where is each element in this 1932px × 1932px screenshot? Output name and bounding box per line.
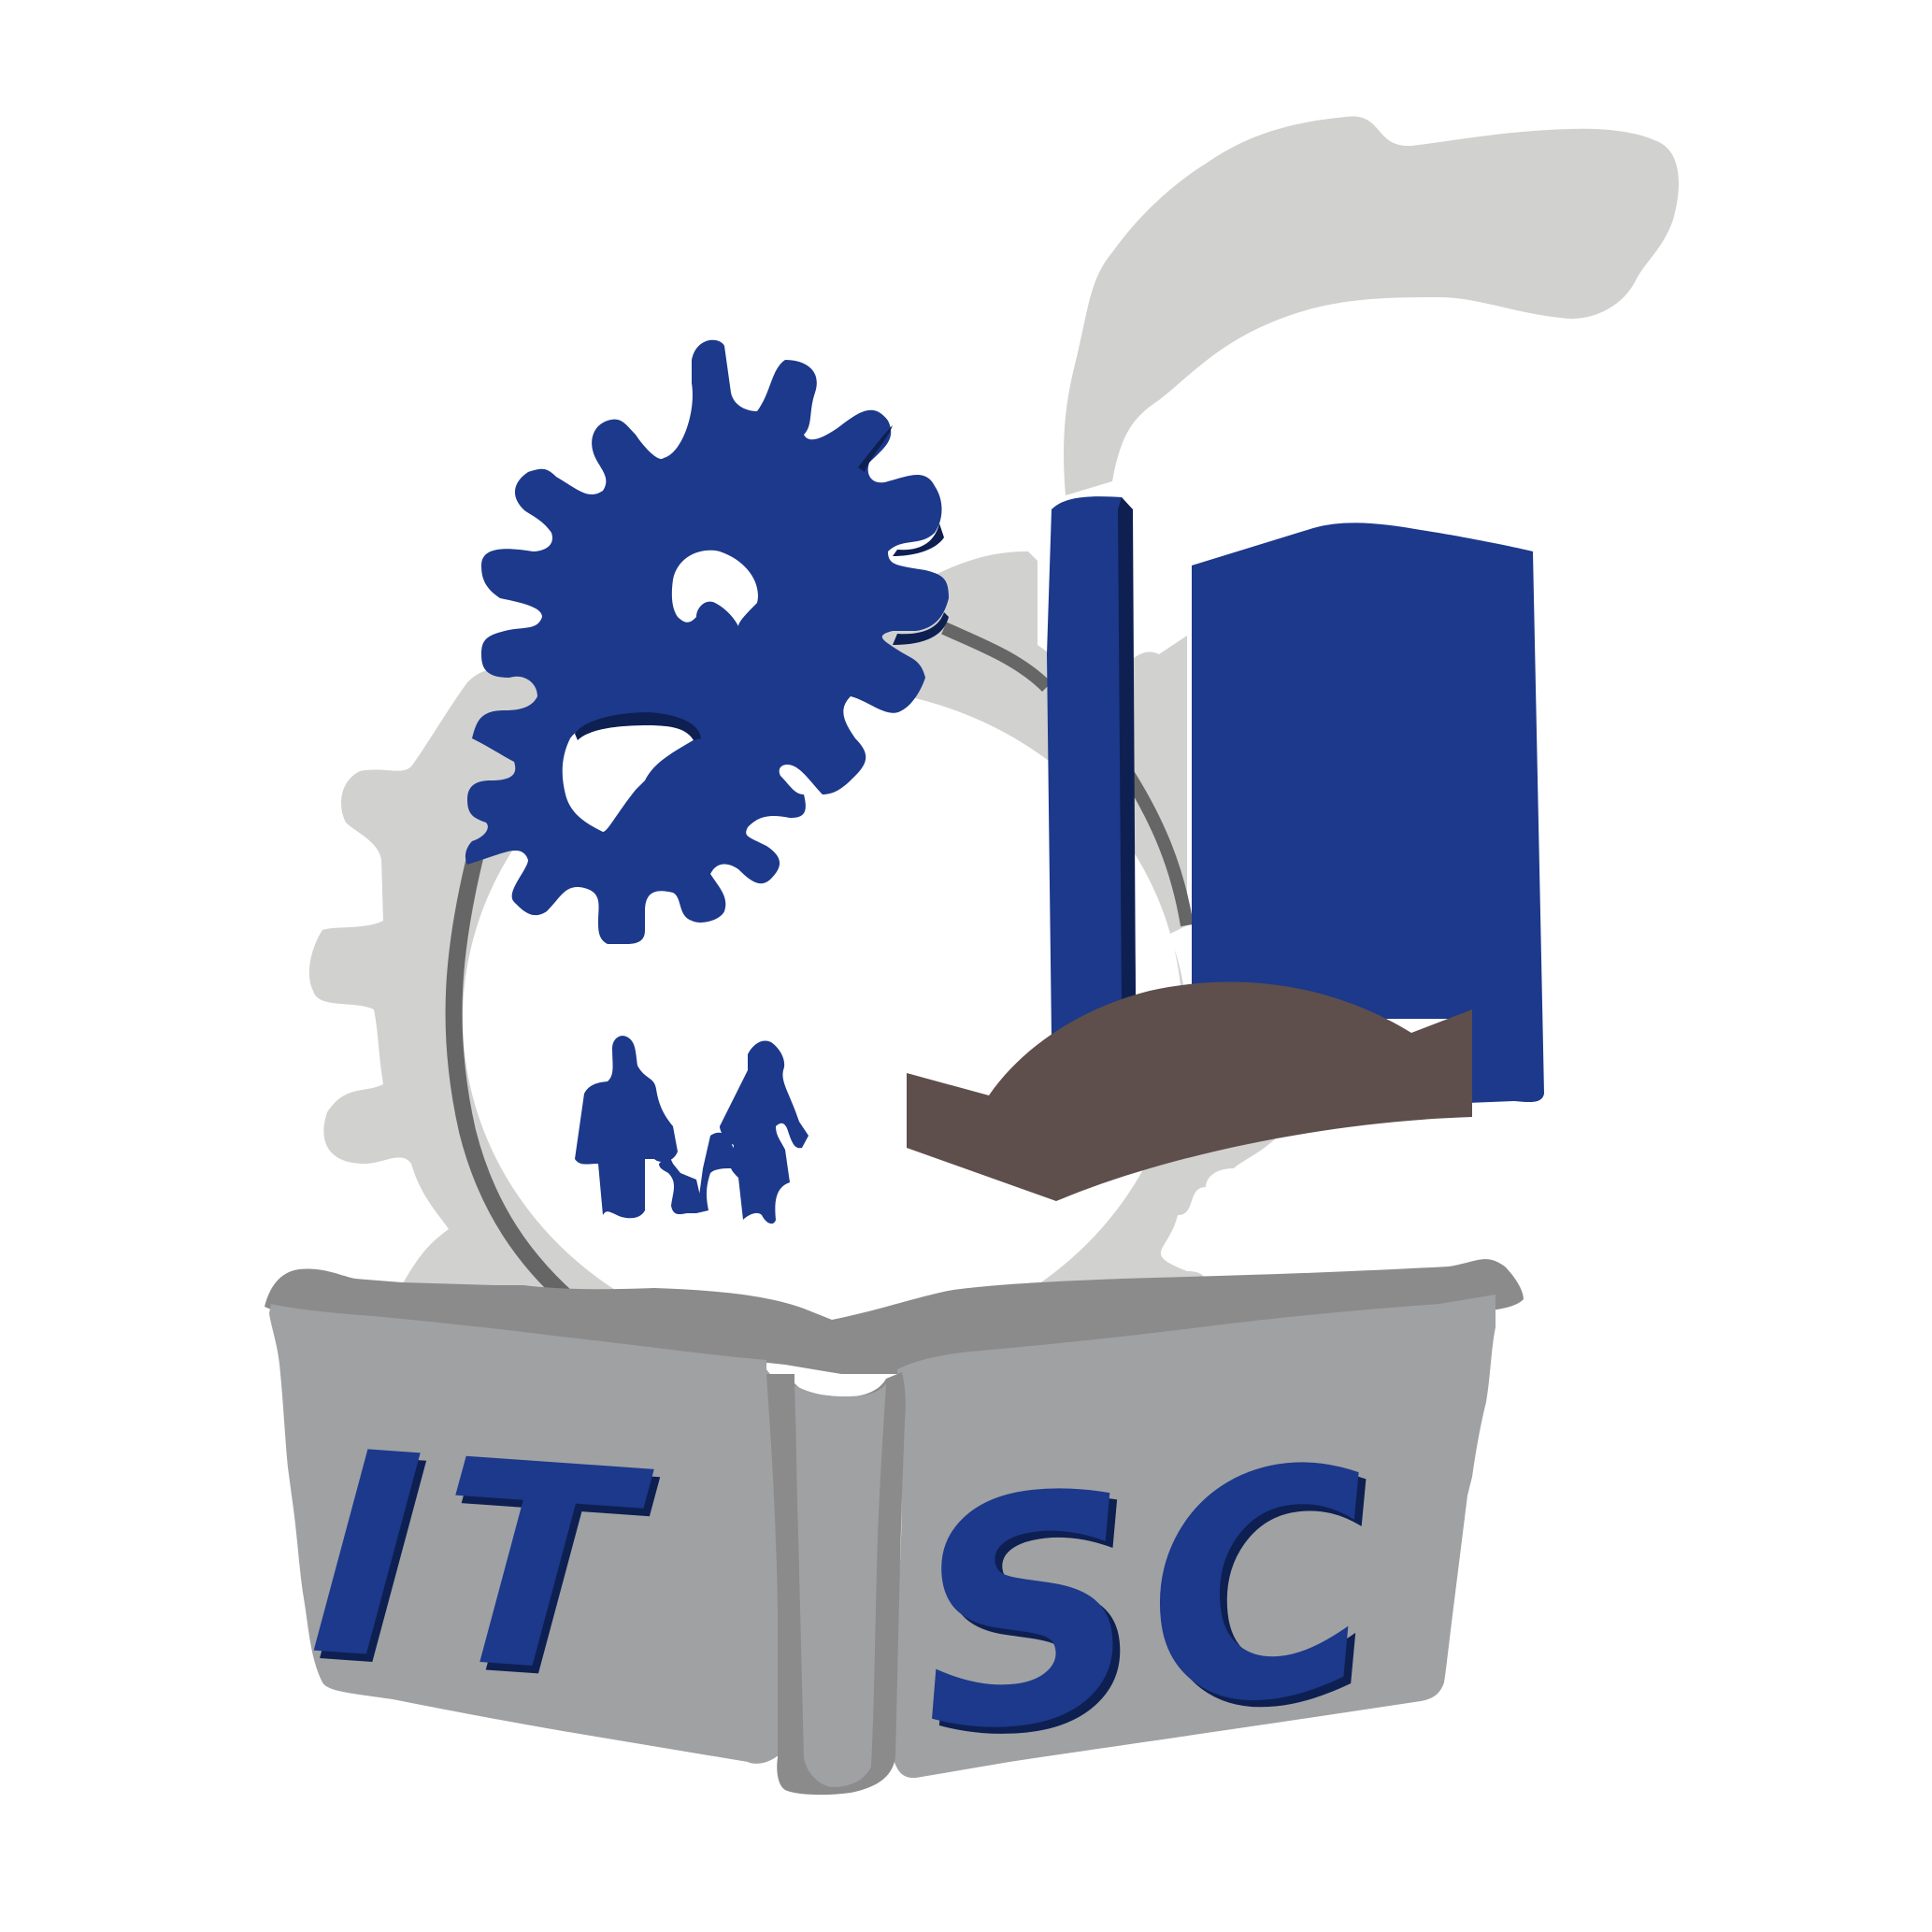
book-right-page bbox=[893, 1295, 1496, 1779]
factory-chimney bbox=[1047, 496, 1136, 1038]
figure-child-right bbox=[696, 1132, 737, 1213]
book-left-text: IT bbox=[309, 1398, 665, 1747]
smoke-plume bbox=[1064, 116, 1679, 496]
book-left-text-front: IT bbox=[303, 1391, 658, 1739]
book-left-page bbox=[269, 1304, 790, 1764]
figure-adult-left bbox=[575, 1036, 678, 1219]
small-gear-hole-lower-shadow bbox=[575, 712, 701, 740]
factory-chimney-shadow bbox=[1118, 497, 1136, 1005]
family-figures bbox=[575, 1036, 809, 1224]
figure-child-left bbox=[650, 1130, 701, 1215]
figure-adult-right bbox=[720, 1040, 809, 1224]
book-right-text: SC bbox=[906, 1404, 1408, 1810]
book-spine-inner bbox=[794, 1383, 886, 1787]
small-gear-hole-lower bbox=[562, 720, 696, 832]
factory-building bbox=[1192, 522, 1544, 1103]
small-gear-shadow-top bbox=[858, 425, 949, 645]
book-right-text-front: SC bbox=[898, 1397, 1400, 1803]
large-gear-hub-outline-top bbox=[941, 622, 1194, 927]
small-gear-hole-upper bbox=[671, 550, 758, 626]
book-top-edge bbox=[265, 1259, 1524, 1374]
hand bbox=[907, 981, 1472, 1201]
